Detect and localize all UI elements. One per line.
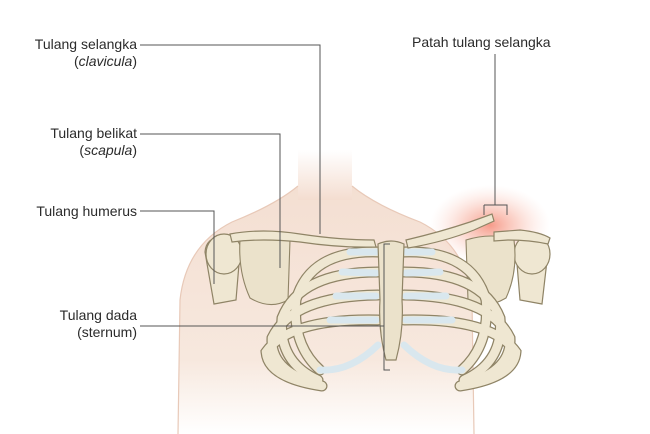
label-humerus-name: Tulang humerus xyxy=(36,203,137,219)
label-clavicle-name: Tulang selangka xyxy=(34,36,137,52)
leader-lines xyxy=(140,44,508,371)
label-clavicle-latin: (clavicula) xyxy=(73,53,137,69)
sternum-bone xyxy=(377,240,405,361)
label-fracture: Patah tulang selangka xyxy=(412,34,551,51)
humerus-right xyxy=(513,233,551,305)
label-humerus: Tulang humerus xyxy=(36,203,137,220)
bracket-sternum xyxy=(383,243,390,371)
humerus-left xyxy=(204,233,243,305)
shoulder-outline-left xyxy=(177,185,299,434)
bracket-fracture xyxy=(484,204,508,215)
neck-silhouette xyxy=(298,150,352,200)
rib-cage xyxy=(260,246,522,392)
label-scapula-latin: (scapula) xyxy=(79,142,137,158)
label-sternum-latin: (sternum) xyxy=(77,324,137,340)
leader-scapula xyxy=(140,133,281,268)
leader-humerus xyxy=(140,210,215,284)
clavicle-left xyxy=(229,230,377,248)
label-sternum: Tulang dada (sternum) xyxy=(60,307,137,341)
label-sternum-name: Tulang dada xyxy=(59,307,137,323)
torso-silhouette xyxy=(178,186,474,434)
label-clavicle: Tulang selangka (clavicula) xyxy=(35,36,137,70)
label-scapula-name: Tulang belikat xyxy=(50,125,137,141)
leader-clavicle xyxy=(140,44,321,234)
clavicle-right-fractured xyxy=(405,213,551,249)
label-fracture-name: Patah tulang selangka xyxy=(412,34,551,50)
label-scapula: Tulang belikat (scapula) xyxy=(50,125,137,159)
